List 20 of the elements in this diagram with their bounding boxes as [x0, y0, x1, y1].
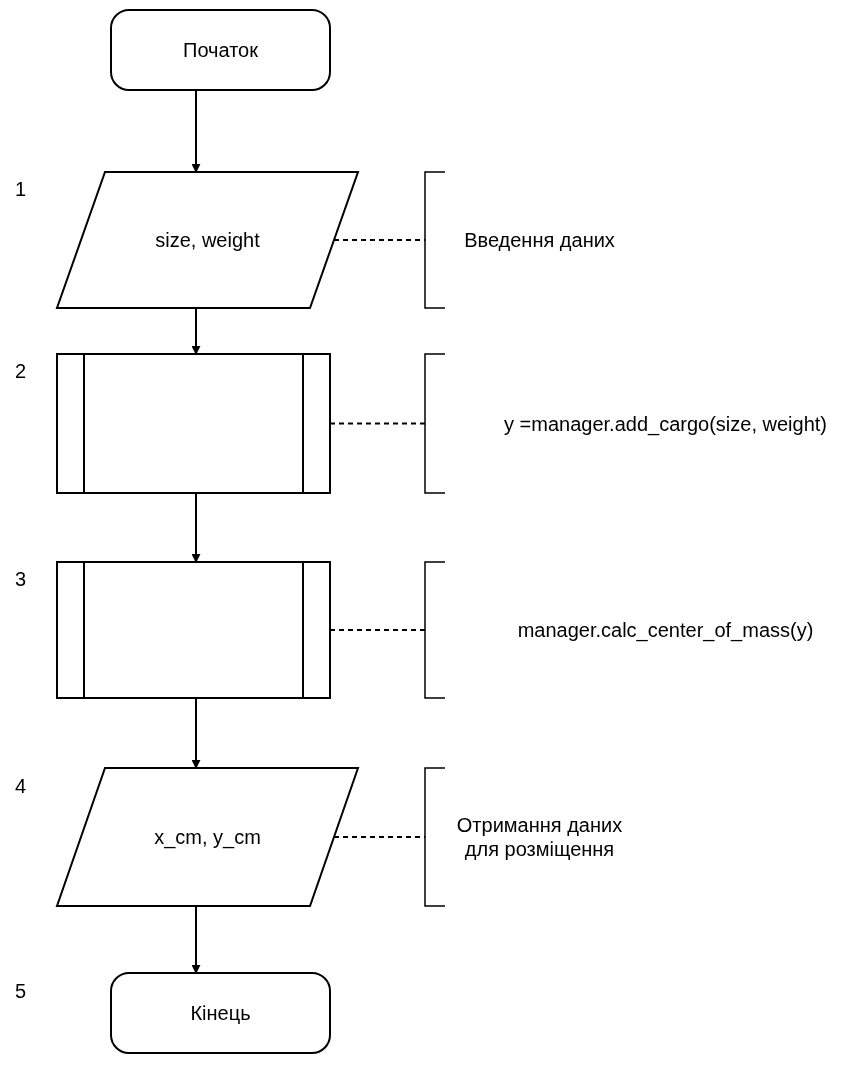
- node-text: size, weight: [155, 228, 260, 252]
- node-text: Кінець: [190, 1001, 251, 1025]
- annotation-text: Отримання даних для розміщення: [455, 813, 624, 861]
- step-number: 2: [15, 360, 27, 383]
- dashed-connector: [329, 422, 426, 425]
- step-number: 3: [15, 568, 27, 591]
- node-text: Початок: [183, 38, 258, 62]
- arrow: [191, 697, 201, 769]
- arrow: [191, 307, 201, 355]
- dashed-connector: [329, 629, 426, 631]
- node-text: x_cm, y_cm: [154, 825, 261, 849]
- step-number: 4: [15, 775, 27, 798]
- step-number: 1: [15, 178, 27, 201]
- arrow: [191, 905, 201, 974]
- arrow: [191, 89, 201, 173]
- annotation-text: Введення даних: [464, 228, 615, 252]
- annotation-text: manager.calc_center_of_mass(y): [517, 618, 814, 642]
- step-number: 5: [15, 980, 27, 1003]
- arrow: [191, 492, 201, 563]
- annotation-text: y =manager.add_cargo(size, weight): [504, 411, 827, 436]
